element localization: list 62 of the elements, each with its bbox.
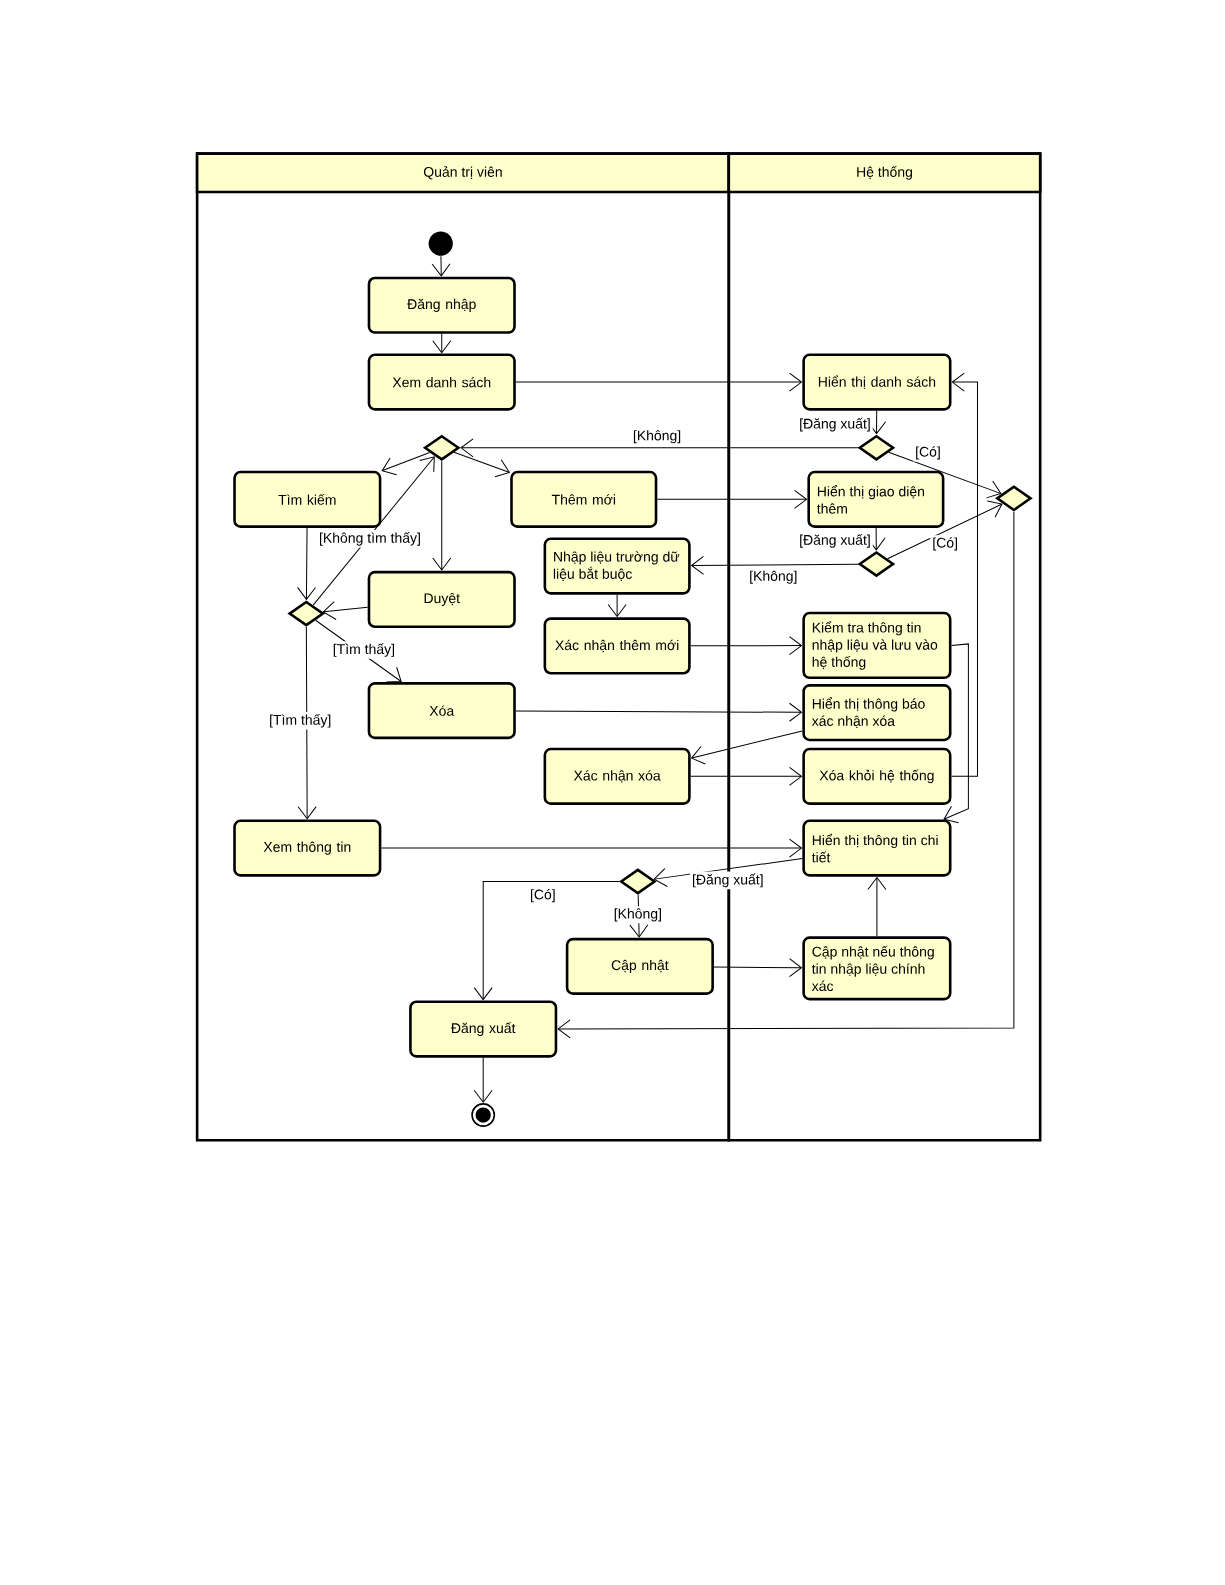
- arrow: [473, 1057, 493, 1103]
- action-box: Cập nhật: [565, 937, 714, 995]
- edge-label: [Tìm thấy]: [333, 643, 394, 657]
- action-box: Đăng xuất: [409, 1000, 558, 1058]
- action-box: Hiển thị thông tin chi tiết: [802, 819, 952, 877]
- arrow: [607, 594, 627, 617]
- action-box: Tìm kiếm: [233, 470, 382, 528]
- arrow: [690, 636, 802, 656]
- action-box: Hiển thị giao diện thêm: [807, 470, 945, 528]
- action-box: Đăng nhập: [367, 276, 516, 334]
- arrow: [690, 555, 859, 575]
- arrow: [557, 511, 1015, 1039]
- action-box: Hiển thị thông báo xác nhận xóa: [802, 684, 952, 742]
- arrow: [950, 372, 978, 777]
- edge-label: [Đăng xuất]: [800, 417, 870, 432]
- arrow: [296, 527, 316, 600]
- arrow: [432, 460, 452, 571]
- action-box: Cập nhật nếu thông tin nhập liệu chính xác: [802, 936, 952, 1001]
- arrow: [453, 451, 510, 478]
- edge-label: [Đăng xuất]: [800, 534, 870, 548]
- arrow: [460, 438, 859, 458]
- start-circle: [428, 231, 453, 256]
- action-box: Xác nhận thêm mới: [543, 617, 691, 675]
- action-box: Duyệt: [367, 570, 516, 629]
- edge-label: [Có]: [916, 446, 940, 460]
- arrow: [656, 489, 807, 509]
- action-box: Xem danh sách: [367, 353, 516, 411]
- action-box: Xóa khỏi hệ thống: [802, 747, 952, 805]
- arrow: [653, 858, 803, 887]
- arrow: [312, 456, 435, 606]
- action-box: Thêm mới: [510, 470, 658, 528]
- arrow: [432, 333, 452, 354]
- arrow: [431, 255, 451, 277]
- arrow: [515, 372, 802, 392]
- arrow: [322, 601, 369, 620]
- arrow: [690, 766, 802, 786]
- action-box: Nhập liệu trường dữ liệu bắt buộc: [543, 537, 691, 595]
- arrow: [380, 838, 802, 858]
- edge-label: [Có]: [530, 889, 555, 903]
- action-box: Kiểm tra thông tin nhập liệu và lưu vào hệ thống: [802, 611, 952, 680]
- arrow: [381, 451, 431, 476]
- edge-label: [Không tìm thấy]: [319, 531, 420, 546]
- arrow: [888, 451, 1002, 499]
- action-box: Hiển thị danh sách: [802, 353, 952, 411]
- arrow: [515, 702, 802, 722]
- edge-label: [Có]: [933, 537, 957, 551]
- action-box: Xóa: [367, 682, 516, 740]
- arrow: [867, 877, 887, 937]
- edge-label: [Đăng xuất]: [692, 873, 763, 888]
- arrow: [943, 643, 969, 824]
- edge-label: [Không]: [633, 430, 681, 444]
- edge-label: [Tìm thấy]: [270, 713, 331, 728]
- arrow: [713, 958, 802, 978]
- action-box: Xác nhận xóa: [543, 747, 691, 805]
- arrow: [473, 880, 620, 1001]
- arrow: [690, 730, 803, 765]
- arrow: [887, 500, 1003, 560]
- end-circle: [471, 1103, 496, 1127]
- arrow: [297, 626, 317, 820]
- action-box: Xem thông tin: [233, 819, 382, 877]
- edge-label: [Không]: [750, 570, 797, 584]
- edge-label: [Không]: [614, 908, 661, 922]
